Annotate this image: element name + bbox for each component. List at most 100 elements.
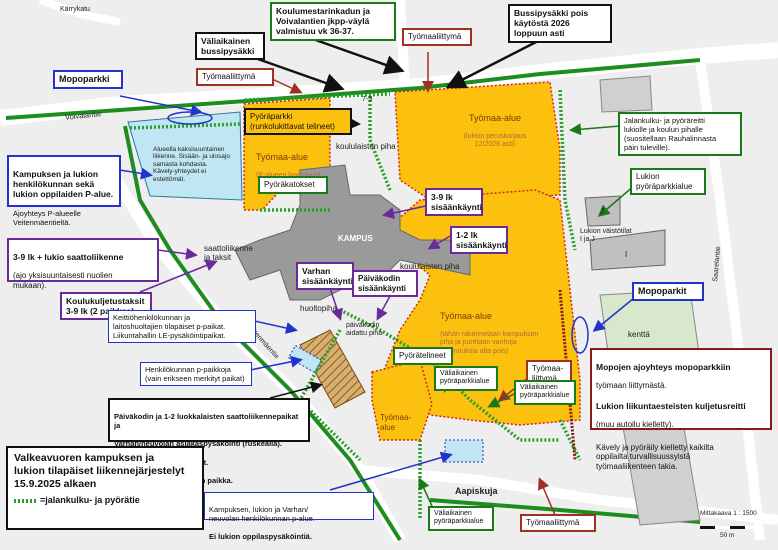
callout-jalankulku-right: Jalankulku- ja pyöräreitti lukiolle ja k…: [618, 112, 742, 156]
street-karrykatu: [38, 0, 121, 26]
label-79: 7-9: [362, 96, 373, 103]
zone-top-title: Työmaa-alue: [468, 113, 522, 123]
leader-mopoparkki-left: [119, 95, 203, 117]
mopojen-line2: Lukion liikuntaesteisten kuljetusreitti: [596, 400, 746, 411]
zone-p-sub: (P-alueen laajennus): [256, 172, 321, 180]
callout-kampuksen-varhan: Kampuksen, lukion ja Varhan/ neuvolan he…: [204, 492, 374, 541]
callout-tyomaaliittyma-left: Työmaaliittymä: [196, 68, 274, 86]
staff-parking-bottom: [444, 439, 484, 463]
callout-sisaankaynti-39: 3-9 lk sisäänkäynti: [425, 188, 483, 217]
zone-label-top: Työmaa-alue (lukion peruskorjaus 12/2026…: [450, 104, 540, 159]
callout-keittio: Keittiöhenkilökunnan ja laitoshuoltajien…: [108, 310, 256, 343]
zone-label-main: Työmaa-alue (tähän rakennetaan kampuksen…: [440, 302, 552, 365]
zone-p-title: Työmaa-alue: [256, 152, 309, 162]
label-koululaisten-piha-1: koululaisten piha: [336, 142, 396, 151]
label-building-j: J: [600, 207, 604, 216]
paivakodin-line1: Päiväkodin ja 1-2 luokkalaisten saattoli…: [114, 411, 299, 430]
zone-main-title: Työmaa-alue: [440, 311, 493, 321]
label-paivakodin-piha: päiväkodin aidattu piha: [346, 322, 383, 338]
mopojen-line3: (muu autoilu kielletty).: [596, 420, 674, 430]
work-zone-top: [394, 81, 561, 201]
callout-paivakodin-saatto: Päiväkodin ja 1-2 luokkalaisten saattoli…: [108, 398, 310, 485]
label-saattoliikenne-taksit: saattoliikenne ja taksit: [204, 244, 253, 263]
paivakodin-line2: Varhan/neuvolan asiakaspysäköinti (ruske…: [114, 439, 282, 449]
legend-path-swatch: [14, 498, 36, 503]
callout-saattoliikenne-39: 3-9 lk + lukio saattoliikenne (ajo yksis…: [7, 238, 159, 290]
staff-parking-left: [287, 344, 323, 374]
leader-tyomaaliittyma-bottom: [538, 477, 556, 516]
leader-saatto: [157, 247, 198, 260]
daycare-parking-strip: [299, 329, 366, 409]
scale-bar: [700, 526, 760, 529]
label-koululaisten-piha-2: koululaisten piha: [400, 262, 460, 271]
building-top-right: [599, 75, 653, 113]
callout-mopoparkit-right: Mopoparkit: [632, 282, 704, 301]
callout-paivakodin-sis: Päiväkodin sisäänkäynti: [352, 270, 418, 298]
callout-koulumestarinkadun: Koulumestarinkadun ja Voivalantien jkpp-…: [270, 2, 396, 41]
kampuksen-lukion-title: Kampuksen ja lukion henkilökunnan sekä l…: [13, 168, 114, 199]
callout-valiaikainen-pyora-2: Väliaikainen pyöräparkkialue: [514, 380, 576, 405]
route-green-top: [5, 58, 701, 120]
callout-henkilokunnan: Henkilökunnan p-paikkoja (vain erikseen …: [140, 362, 252, 386]
kampuksen-varhan-text: Kampuksen, lukion ja Varhan/ neuvolan he…: [209, 504, 315, 523]
legend-path-label: =jalankulku- ja pyörätie: [40, 495, 140, 506]
leader-valiaik-3: [418, 477, 433, 507]
callout-lukion-pyoraparkki: Lukion pyöräparkkialue: [630, 168, 706, 196]
callout-mopoparkki-left: Mopoparkki: [53, 70, 123, 89]
leader-kampuksen-lukion: [119, 167, 153, 180]
zone-label-p: Työmaa-alue (P-alueen laajennus): [256, 143, 321, 189]
label-parking-area-note: Alueella kaksisuuntainen liikenne. Sisää…: [153, 146, 230, 183]
label-scale-m: 50 m: [720, 532, 735, 539]
building-label-kampus: KAMPUS: [338, 234, 373, 243]
label-scale: Mittakaava 1 : 1500: [700, 510, 757, 517]
callout-varhan: Varhan sisäänkäynti: [296, 262, 354, 291]
leader-jalankulku: [569, 123, 621, 136]
street-label-karrykatu: Kärrykatu: [60, 6, 90, 13]
path-ped-2: [244, 92, 391, 102]
callout-tyomaaliittyma-top: Työmaaliittymä: [402, 28, 472, 46]
leader-tyomaaliittyma-left: [269, 77, 303, 94]
path-ped-1: [368, 96, 392, 191]
callout-mopojen: Mopojen ajoyhteys mopoparkkiin työmaan l…: [590, 348, 772, 471]
label-lukion-vaistotilat: Lukion väistötilat I ja J: [580, 228, 632, 244]
leader-mopoparkit-right: [592, 297, 635, 332]
label-huoltopiha: huoltopiha: [300, 304, 337, 313]
callout-pyoraparkki: Pyöräparkki (runkolukittavat telineet): [244, 108, 352, 136]
leader-taksit: [139, 259, 218, 293]
leader-kampuksen-varhan: [329, 451, 453, 491]
map-title: Valkeavuoren kampuksen ja lukion tilapäi…: [14, 452, 185, 491]
mopo-ellipse-left: [167, 111, 213, 125]
leader-paivakodin: [376, 295, 391, 321]
mopojen-line1: työmaan liittymästä.: [596, 381, 667, 391]
map-legend: Valkeavuoren kampuksen ja lukion tilapäi…: [6, 446, 204, 530]
leader-valiaik-2: [487, 391, 519, 408]
callout-tyomaaliittyma-bottom: Työmaaliittymä: [520, 514, 596, 532]
building-i: [589, 229, 666, 271]
label-kentta: kenttä: [628, 330, 650, 339]
street-label-aapiskuja: Aapiskuja: [455, 486, 498, 496]
leader-keittio: [249, 319, 298, 334]
legend-row-path: =jalankulku- ja pyörätie: [14, 495, 196, 505]
callout-valiaikainen-bussi: Väliaikainen bussipysäkki: [195, 32, 265, 61]
leader-varhan: [329, 287, 343, 321]
callout-pyorakatokset: Pyöräkatokset: [258, 176, 328, 194]
mopojen-line4: Kävely ja pyöräily kielletty kaikilta op…: [596, 442, 714, 471]
kampuksen-lukion-sub: Ajoyhteys P-alueelle Veitenmäentieltä.: [13, 208, 81, 227]
mopo-ellipse-right: [571, 316, 589, 354]
zone-top-sub: (lukion peruskorjaus 12/2026 asti): [463, 132, 527, 149]
ei-lukion-text: Ei lukion oppilaspysäköintiä.: [209, 532, 312, 542]
path-ped-4: [339, 308, 560, 442]
saattoliikenne-39-title: 3-9 lk + lukio saattoliikenne: [13, 251, 124, 262]
leader-bussi-pois: [445, 38, 541, 89]
path-ped-3: [558, 89, 577, 251]
callout-sisaankaynti-12: 1-2 lk sisäänkäynti: [450, 226, 508, 255]
leader-lukion-pyora: [597, 184, 636, 217]
callout-kampuksen-lukion: Kampuksen ja lukion henkilökunnan sekä l…: [7, 155, 121, 227]
leader-39-sis: [382, 204, 431, 219]
leader-12-sis: [427, 235, 451, 250]
callout-valiaikainen-pyora-3: Väliaikainen pyöräparkkialue: [428, 506, 494, 531]
leader-paivakodin-saatto: [269, 381, 323, 399]
path-ped-9: [558, 419, 582, 461]
callout-valiaikainen-pyora-1: Väliaikainen pyöräparkkialue: [434, 366, 498, 391]
